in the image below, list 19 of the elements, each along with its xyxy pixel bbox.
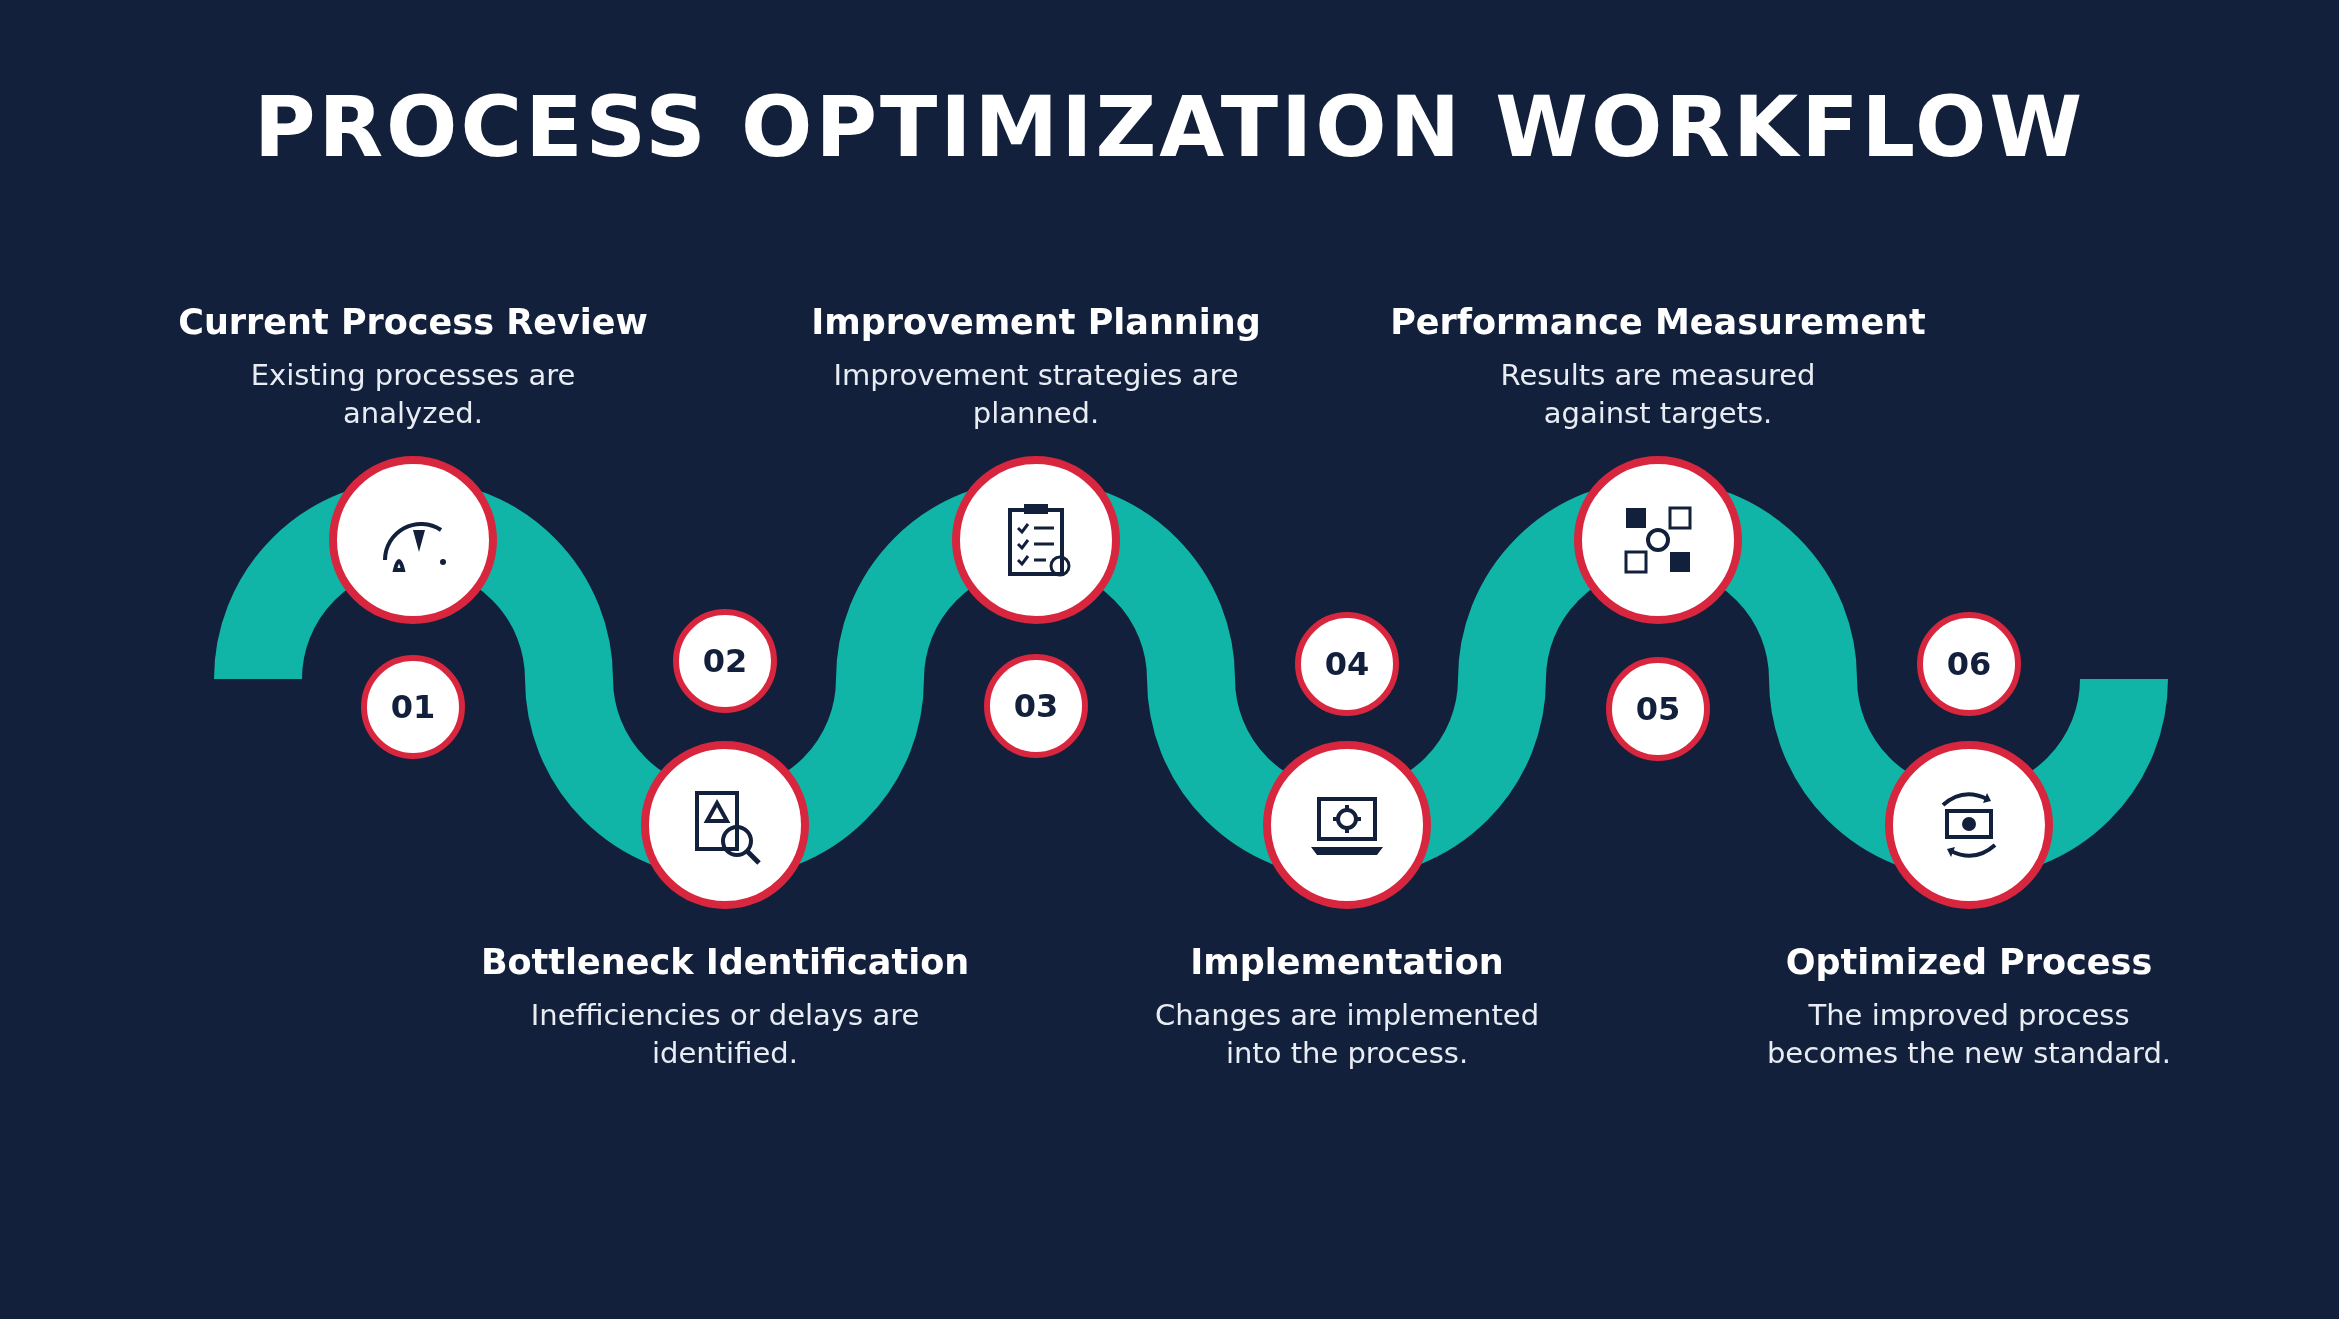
step-description: Improvement strategies are planned. <box>832 357 1240 432</box>
step-number-badge: 02 <box>673 609 777 713</box>
step-description: Existing processes are analyzed. <box>249 357 577 432</box>
step-title: Current Process Review <box>177 302 649 342</box>
step-number-badge: 01 <box>361 655 465 759</box>
step-title: Bottleneck Identification <box>479 942 971 982</box>
step-description: Inefficiencies or delays are identified. <box>529 997 921 1072</box>
title: PROCESS OPTIMIZATION WORKFLOW <box>252 78 2087 176</box>
step-number-badge: 06 <box>1917 612 2021 716</box>
step-title: Performance Measurement <box>1389 302 1927 342</box>
step-description: The improved process becomes the new standard. <box>1765 997 2173 1072</box>
step-number-badge: 04 <box>1295 612 1399 716</box>
step-description: Changes are implemented into the process. <box>1153 997 1541 1072</box>
step-title: Improvement Planning <box>810 302 1262 342</box>
step-title: Implementation <box>1189 942 1505 982</box>
step-number-badge: 05 <box>1606 657 1710 761</box>
step-number-badge: 03 <box>984 654 1088 758</box>
step-title: Optimized Process <box>1784 942 2154 982</box>
step-description: Results are measured against targets. <box>1499 357 1817 432</box>
